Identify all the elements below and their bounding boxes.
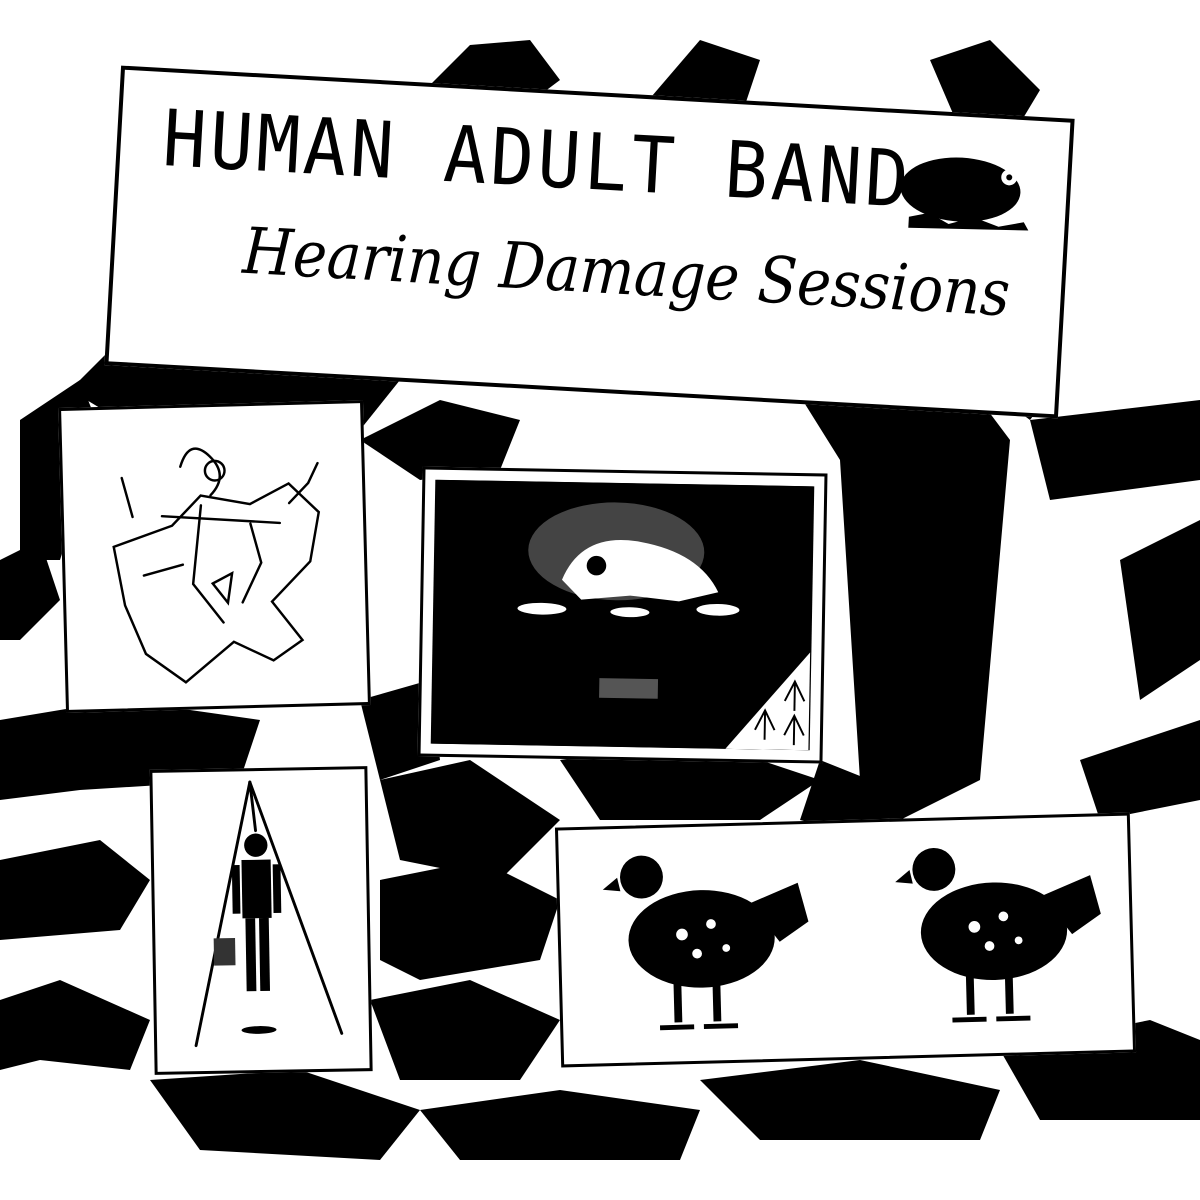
figure-sketch-panel [58, 400, 371, 713]
figure-sketch-icon [112, 447, 321, 684]
frog-photo-panel [417, 466, 828, 764]
dodo-bird-icon [602, 855, 809, 1031]
dodo-panel [554, 812, 1137, 1068]
hedgehog-icon [888, 141, 1043, 249]
title-banner: HUMAN ADULT BAND Hearing Damage Sessions [104, 65, 1075, 419]
dodo-bird-icon [895, 847, 1101, 1023]
magician-panel [149, 766, 373, 1075]
frog-photo-icon [432, 479, 813, 751]
band-name: HUMAN ADULT BAND [160, 94, 915, 226]
frog-photo [430, 479, 815, 751]
hanging-magician-icon [194, 780, 344, 1048]
